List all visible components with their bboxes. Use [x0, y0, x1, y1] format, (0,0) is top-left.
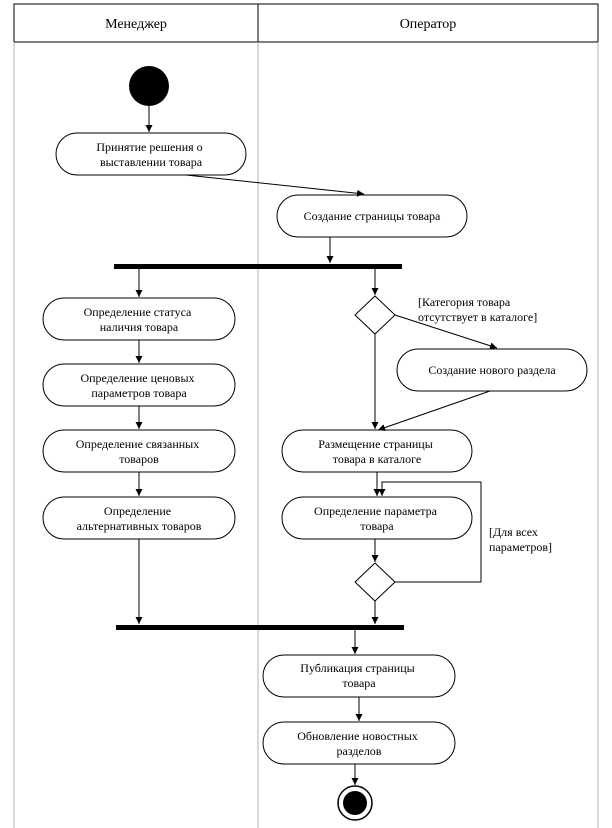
fork-bar: [114, 264, 402, 269]
activity-create-page-line1: Создание страницы товара: [304, 209, 441, 223]
activity-define-alternative-line2: альтернативных товаров: [77, 519, 202, 533]
activity-define-alternative-line1: Определение: [104, 504, 171, 518]
activity-create-section: Создание нового раздела: [428, 363, 556, 377]
guard-category-missing-line1: [Категория товара: [418, 295, 511, 309]
flow-accept-to-create: [185, 174, 365, 197]
activity-define-related-line2: товаров: [119, 452, 159, 466]
activity-place-page-line1: Размещение страницы: [318, 437, 433, 451]
flow-loop-back: [378, 481, 482, 583]
activity-update-news-shape: [262, 721, 456, 765]
activity-create-page-shape: [276, 194, 468, 238]
activity-define-parameter: Определение параметра товара: [314, 504, 440, 533]
activity-define-price: Определение ценовых параметров товара: [80, 371, 197, 400]
decision-category-diamond: [354, 295, 396, 335]
activity-create-section-line1: Создание нового раздела: [428, 363, 556, 377]
decision-parameters-diamond: [354, 562, 396, 602]
activity-update-news: Обновление новостных разделов: [297, 729, 421, 758]
activity-define-parameter-shape: [281, 496, 473, 540]
initial-node: [129, 66, 169, 106]
final-node-inner: [343, 791, 367, 815]
activity-define-parameter-line2: товара: [360, 519, 394, 533]
activity-create-page: Создание страницы товара: [304, 209, 441, 223]
guard-all-parameters-line2: параметров]: [489, 540, 552, 554]
activity-define-related: Определение связанных товаров: [76, 437, 203, 466]
activity-update-news-line2: разделов: [337, 744, 382, 758]
activity-accept-decision-line2: выставлении товара: [100, 155, 203, 169]
guard-category-missing: [Категория товара отсутствует в каталоге…: [418, 295, 537, 324]
activity-define-alternative: Определение альтернативных товаров: [77, 504, 202, 533]
flow-decision-to-section: [394, 314, 498, 350]
flow-section-to-place: [377, 390, 491, 432]
activity-define-status-line1: Определение статуса: [84, 305, 192, 319]
lane-title-operator: Оператор: [400, 17, 457, 32]
lane-header-operator: [257, 3, 599, 43]
activity-place-page-line2: товара в каталоге: [333, 452, 421, 466]
activity-accept-decision-line1: Принятие решения о: [96, 140, 202, 154]
guard-all-parameters-line1: [Для всех: [489, 525, 538, 539]
activity-define-related-line1: Определение связанных: [76, 437, 200, 451]
activity-define-status: Определение статуса наличия товара: [84, 305, 195, 334]
swimlanes: Менеджер Оператор: [13, 3, 599, 828]
join-bar: [116, 625, 404, 630]
guard-category-missing-line2: отсутствует в каталоге]: [418, 310, 537, 324]
lane-header-manager: [13, 3, 259, 43]
activity-place-page: Размещение страницы товара в каталоге: [318, 437, 436, 466]
activity-publish-page-line1: Публикация страницы: [300, 661, 414, 675]
activity-update-news-line1: Обновление новостных: [297, 729, 418, 743]
activity-define-parameter-line1: Определение параметра: [314, 504, 438, 518]
lane-title-manager: Менеджер: [105, 17, 167, 32]
activity-define-price-line1: Определение ценовых: [80, 371, 194, 385]
guard-all-parameters: [Для всех параметров]: [489, 525, 552, 554]
activity-accept-decision: Принятие решения о выставлении товара: [96, 140, 205, 169]
activity-define-price-line2: параметров товара: [91, 386, 187, 400]
activity-define-status-line2: наличия товара: [100, 320, 179, 334]
activity-accept-decision-shape: [55, 132, 247, 176]
activity-publish-page: Публикация страницы товара: [300, 661, 417, 690]
activity-publish-page-line2: товара: [342, 676, 376, 690]
